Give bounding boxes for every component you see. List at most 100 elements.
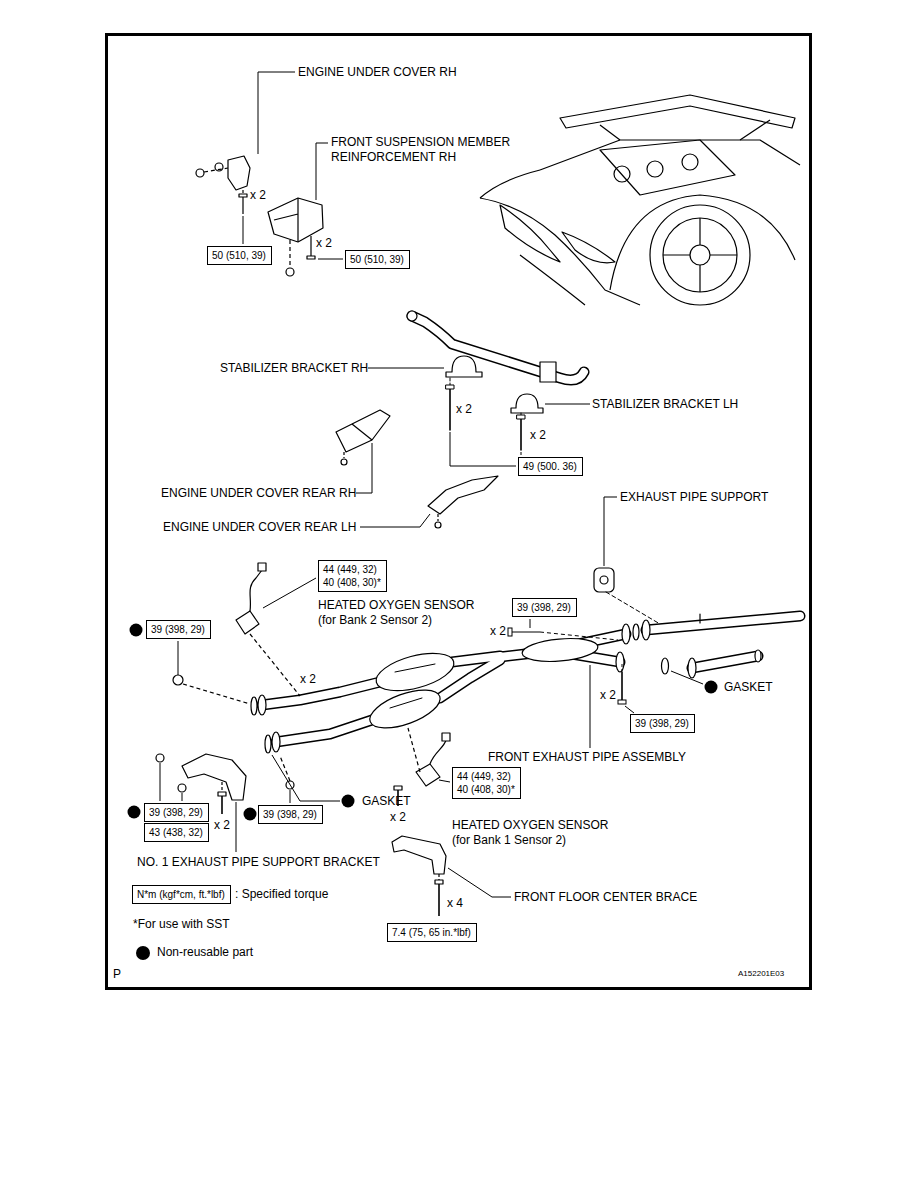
- torque-value: 40 (408, 30)*: [323, 576, 382, 589]
- torque-box: 39 (398, 29): [258, 805, 323, 824]
- leader-lines: [618, 700, 626, 704]
- legend-text: Non-reusable part: [157, 945, 253, 960]
- exhaust-pipe: [251, 568, 800, 753]
- support-bracket: [156, 675, 294, 814]
- torque-value: 43 (438, 32): [149, 826, 204, 839]
- front-parts: [274, 198, 298, 242]
- stabilizer-bar: [450, 389, 521, 450]
- exhaust-pipe: [755, 650, 761, 662]
- torque-value: 40 (408, 30)*: [457, 783, 516, 796]
- legend-swatch: [135, 945, 151, 961]
- leader-lines: [590, 665, 591, 748]
- torque-value: 39 (398, 29): [635, 717, 690, 730]
- leader-lines: [360, 514, 430, 527]
- quantity-label: x 2: [250, 188, 266, 203]
- part-name: GASKET: [362, 794, 411, 809]
- torque-value: 39 (398, 29): [151, 623, 206, 636]
- non-reusable-mark: [130, 624, 143, 637]
- vehicle-sketch: [480, 170, 540, 198]
- torque-value: 50 (510, 39): [212, 249, 267, 262]
- front-parts: [242, 197, 243, 214]
- leader-lines: [182, 793, 183, 801]
- exhaust-pipe: [646, 616, 800, 630]
- part-name: HEATED OXYGEN SENSOR (for Bank 2 Sensor …: [318, 598, 486, 628]
- leader-lines: [512, 632, 540, 633]
- stabilizer-bar: [540, 362, 556, 382]
- stabilizer-bar: [412, 316, 584, 380]
- exhaust-pipe: [258, 695, 266, 715]
- leader-lines: [448, 868, 511, 897]
- quantity-label: x 2: [390, 810, 406, 825]
- oxygen-sensors: [442, 733, 450, 741]
- torque-value: 44 (449, 32): [457, 770, 516, 783]
- torque-value: 49 (500. 36): [523, 460, 578, 473]
- quantity-label: x 2: [300, 672, 316, 687]
- vehicle-sketch: [647, 161, 663, 177]
- support-bracket: [173, 675, 183, 685]
- exhaust-pipe: [262, 682, 380, 705]
- torque-box: 39 (398, 29): [146, 620, 211, 639]
- exhaust-pipe: [594, 568, 614, 592]
- floor-brace: [392, 836, 446, 916]
- front-parts: [204, 168, 228, 172]
- oxygen-sensors: [408, 728, 420, 772]
- part-name: EXHAUST PIPE SUPPORT: [620, 490, 768, 505]
- under-covers: [352, 424, 372, 440]
- torque-value: 44 (449, 32): [323, 563, 382, 576]
- vehicle-sketch: [663, 218, 737, 292]
- torque-box: 44 (449, 32)40 (408, 30)*: [452, 767, 521, 799]
- vehicle-sketch: [500, 205, 560, 262]
- leader-lines: [243, 216, 244, 244]
- exhaust-pipe: [262, 616, 800, 742]
- quantity-label: x 2: [490, 624, 506, 639]
- vehicle-sketch: [682, 154, 698, 170]
- stabilizer-bar: [517, 415, 525, 419]
- stabilizer-bar: [446, 356, 482, 377]
- leader-lines: [439, 780, 450, 782]
- leader-lines: [290, 790, 291, 803]
- torque-box: 39 (398, 29): [144, 803, 209, 822]
- front-parts: [289, 240, 290, 266]
- exhaust-pipe: [606, 592, 660, 624]
- part-name: STABILIZER BRACKET RH: [220, 361, 368, 376]
- front-parts: [307, 256, 315, 259]
- frame: [107, 35, 811, 989]
- vehicle-sketch: [520, 255, 585, 305]
- exhaust-pipe: [642, 620, 650, 640]
- floor-brace: [438, 884, 440, 916]
- part-name: NO. 1 EXHAUST PIPE SUPPORT BRACKET: [137, 855, 380, 870]
- exhaust-pipe: [692, 656, 758, 668]
- exhaust-pipe: [600, 576, 608, 584]
- support-bracket: [218, 792, 226, 796]
- oxygen-sensors: [250, 570, 262, 611]
- under-covers: [336, 410, 390, 452]
- non-reusable-mark: [705, 681, 718, 694]
- exhaust-pipe: [646, 616, 800, 630]
- vehicle-sketch: [610, 195, 795, 290]
- leader-lines: [545, 404, 590, 405]
- torque-box: 50 (510, 39): [345, 250, 410, 269]
- leader-lines: [272, 755, 340, 801]
- vehicle-sketch: [480, 95, 800, 305]
- leader-lines: [160, 763, 161, 801]
- leader-lines: [621, 672, 623, 700]
- leader-lines: [450, 432, 516, 466]
- torque-box: 44 (449, 32)40 (408, 30)*: [318, 560, 387, 592]
- exhaust-pipe: [662, 658, 669, 674]
- leader-lines: [318, 259, 343, 260]
- leader-lines: [521, 452, 522, 455]
- exhaust-pipe: [622, 624, 630, 644]
- leader-lines: [622, 664, 623, 672]
- support-bracket: [221, 782, 222, 792]
- torque-box: 49 (500. 36): [518, 457, 583, 476]
- leader-lines: [356, 443, 372, 493]
- oxygen-sensors: [394, 786, 402, 790]
- quantity-label: x 4: [447, 896, 463, 911]
- part-name: GASKET: [724, 680, 773, 695]
- oxygen-sensors: [416, 764, 440, 786]
- non-reusable-mark: [342, 795, 355, 808]
- part-name: FRONT SUSPENSION MEMBER REINFORCEMENT RH: [331, 135, 541, 165]
- front-parts: [196, 169, 204, 177]
